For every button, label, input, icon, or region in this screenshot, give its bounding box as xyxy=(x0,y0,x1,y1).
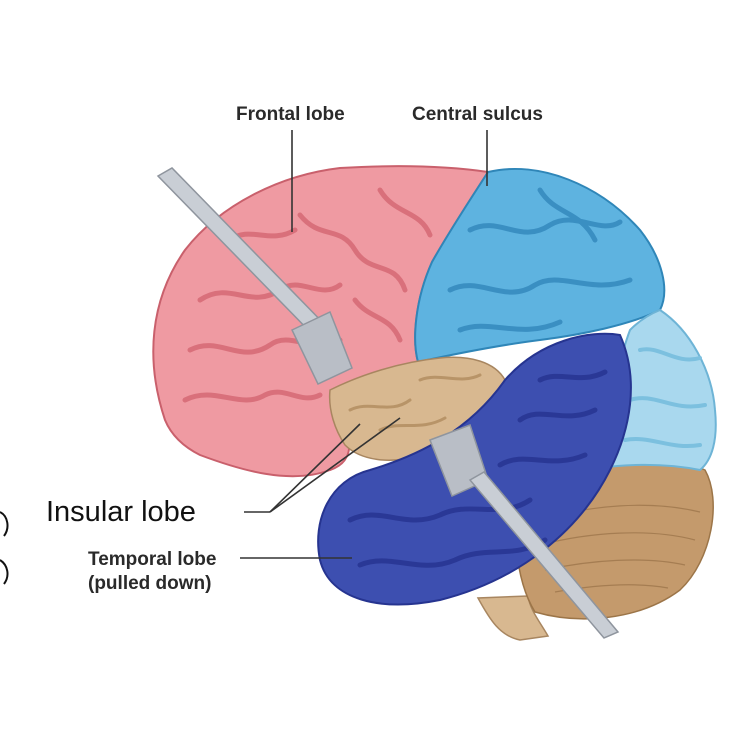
occipital-gyri xyxy=(623,347,707,448)
occipital-lobe xyxy=(598,308,717,472)
insular-leader-branch-1 xyxy=(269,423,361,513)
edge-marks xyxy=(0,511,9,585)
insular-lobe-label: Insular lobe xyxy=(46,496,196,528)
parietal-lobe xyxy=(414,168,666,364)
temporal-lobe-sublabel: (pulled down) xyxy=(88,573,212,594)
temporal-lobe-label: Temporal lobe xyxy=(88,549,217,570)
leader-lines xyxy=(240,130,488,559)
insular-leader-branch-2 xyxy=(269,417,401,513)
retractor-upper xyxy=(156,167,353,385)
central-sulcus-label: Central sulcus xyxy=(412,104,543,125)
parietal-gyri xyxy=(447,187,633,333)
retractor-lower xyxy=(429,424,620,639)
frontal-lobe-label: Frontal lobe xyxy=(236,104,345,125)
